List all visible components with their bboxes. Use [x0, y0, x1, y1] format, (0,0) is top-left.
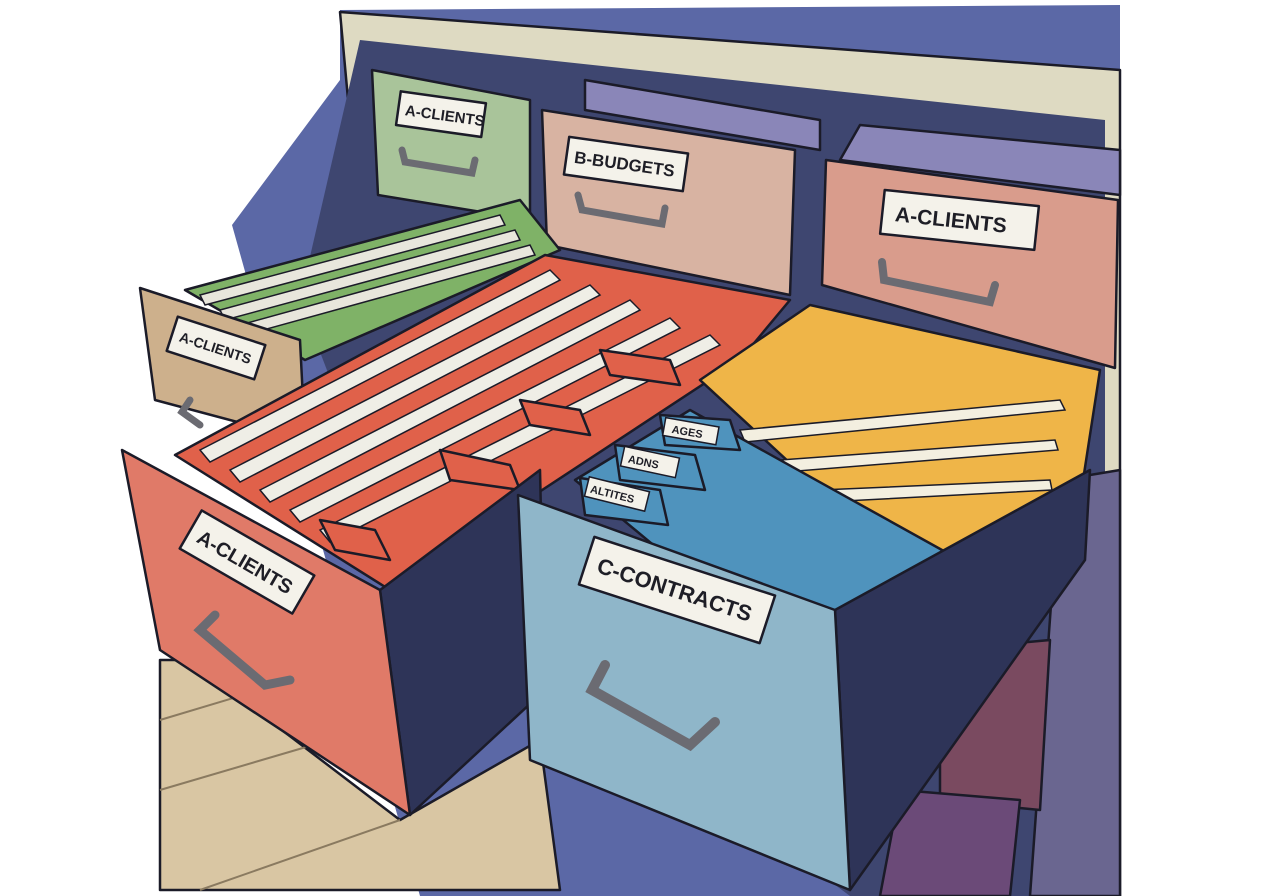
- drawer-handle[interactable]: [574, 191, 669, 229]
- drawer-handle[interactable]: [878, 258, 999, 307]
- drawer-red-front[interactable]: A-CLIENTS: [120, 448, 547, 817]
- drawer-handle[interactable]: [177, 396, 204, 429]
- red-folder-bank: [173, 253, 792, 592]
- drawer-label-plate: [394, 90, 488, 139]
- drawer-handle[interactable]: [193, 610, 295, 690]
- drawer-left-green[interactable]: A-CLIENTS: [138, 198, 562, 442]
- svg-text:AGES: AGES: [671, 424, 704, 441]
- drawer-handle[interactable]: [585, 660, 720, 752]
- drawer-top-left[interactable]: A-CLIENTS: [370, 68, 532, 222]
- drawer-budgets[interactable]: B-BUDGETS: [540, 78, 822, 297]
- drawer-top-right[interactable]: A-CLIENTS: [820, 123, 1122, 370]
- drawer-handle[interactable]: [398, 146, 479, 177]
